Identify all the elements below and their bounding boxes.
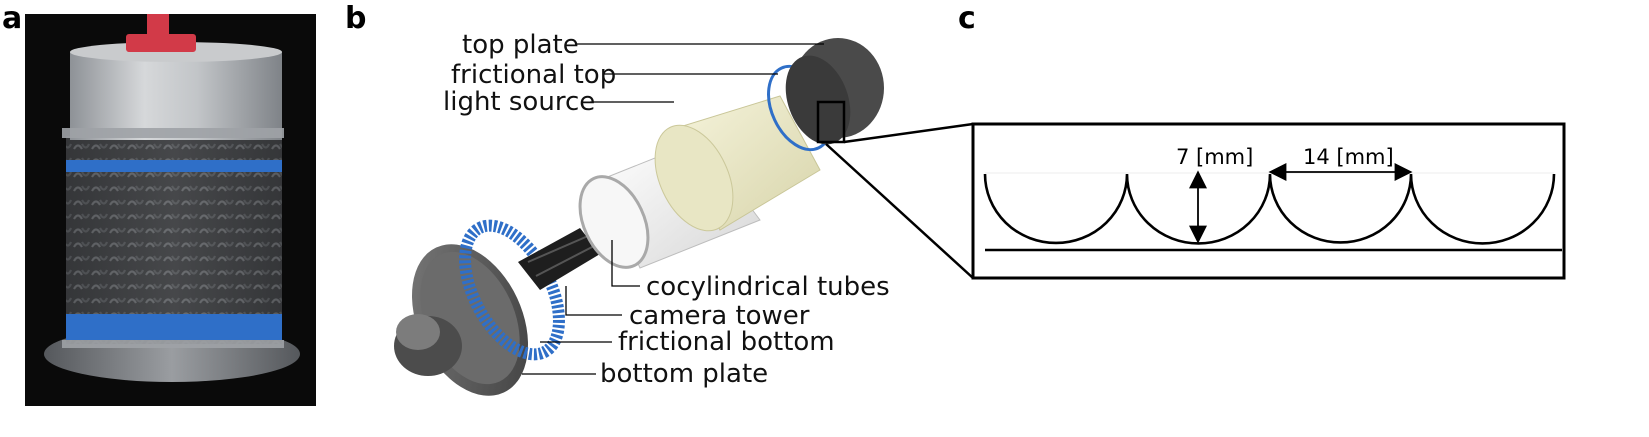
zoom-detail-frame	[971, 122, 1566, 280]
zoom-line-top	[843, 122, 974, 144]
label-frictional-top: frictional top	[451, 60, 616, 90]
light-source-part	[654, 95, 821, 232]
zoom-line-bottom	[825, 143, 974, 279]
panel-label-a: a	[2, 1, 23, 36]
label-light-source: light source	[443, 87, 595, 117]
pitch-dimension-label: 14 [mm]	[1303, 145, 1394, 169]
panel-label-c: c	[958, 1, 976, 36]
label-cocylindrical-tubes: cocylindrical tubes	[646, 272, 890, 302]
zoom-region-box	[816, 100, 846, 144]
label-bottom-plate: bottom plate	[600, 359, 768, 389]
label-frictional-bottom: frictional bottom	[618, 327, 835, 357]
bottom-plate-part	[394, 244, 529, 396]
photo-aluminum-top	[70, 52, 282, 140]
camera-tower-part	[518, 228, 600, 290]
label-camera-tower: camera tower	[629, 301, 810, 331]
photo-blue-top-band	[66, 160, 282, 172]
photo-blue-bottom-band	[66, 314, 282, 340]
top-plate-part	[785, 38, 884, 145]
photo-red-hub	[147, 14, 169, 38]
leader-cocylindrical-tubes	[611, 240, 640, 287]
leader-camera-tower	[565, 286, 622, 316]
label-top-plate: top plate	[462, 30, 579, 60]
depth-dimension-label: 7 [mm]	[1176, 145, 1253, 169]
panel-label-b: b	[345, 1, 367, 36]
